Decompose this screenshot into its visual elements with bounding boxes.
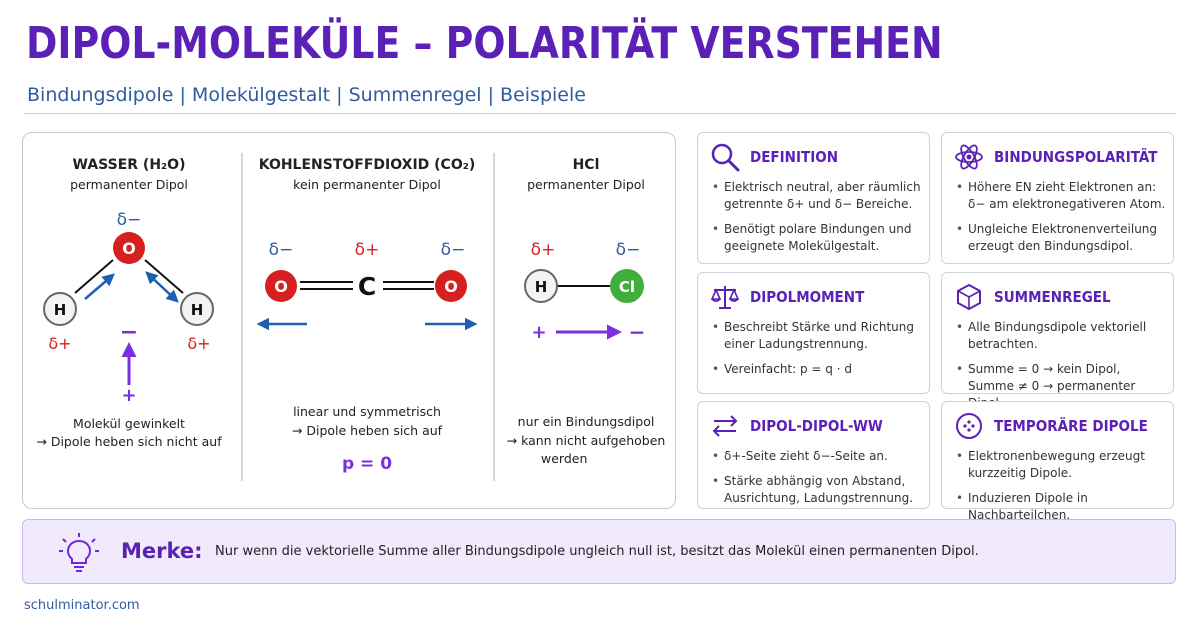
card-summenregel-title: SUMMENREGEL <box>994 288 1111 306</box>
water-note-1: Molekül gewinkelt <box>73 416 185 431</box>
scale-icon <box>708 281 742 313</box>
hcl-subtitle: permanenter Dipol <box>527 177 645 192</box>
hcl-note-3: werden <box>541 451 587 466</box>
lightbulb-icon <box>59 533 99 572</box>
molecule-panel: WASSER (H₂O) permanenter Dipol δ− O H H … <box>22 132 676 509</box>
page-subtitle: Bindungsdipole | Molekülgestalt | Summen… <box>27 84 586 106</box>
hcl-note-2: → kann nicht aufgehoben <box>507 433 666 448</box>
co2-o1-charge: δ− <box>269 240 294 260</box>
card-bindungspolaritaet: BINDUNGSPOLARITÄT Höhere EN zieht Elektr… <box>941 132 1174 264</box>
water-hydrogen-right-label: H <box>191 301 204 319</box>
co2-oxygen-right-atom <box>435 270 467 302</box>
hcl-dipole-plus: + <box>531 322 546 343</box>
co2-note-1: linear und symmetrisch <box>293 404 441 419</box>
co2-title: KOHLENSTOFFDIOXID (CO₂) <box>259 157 476 173</box>
co2-note-2: → Dipole heben sich auf <box>292 423 443 438</box>
water-h1-charge: δ+ <box>48 334 71 353</box>
water-bond-dipole-right <box>145 271 179 303</box>
card-temporaer-item: Elektronenbewegung erzeugt kurzzeitig Di… <box>956 448 1167 482</box>
page-title: DIPOL-MOLEKÜLE – POLARITÄT VERSTEHEN <box>26 18 943 69</box>
water-oxygen-atom <box>113 232 145 264</box>
water-hydrogen-right-atom <box>180 292 214 326</box>
water-dipole-minus: − <box>120 320 138 345</box>
exchange-arrows-icon <box>708 410 742 442</box>
card-dipolmoment-item: Beschreibt Stärke und Richtung einer Lad… <box>712 319 923 353</box>
hcl-cl-charge: δ− <box>616 240 641 260</box>
water-molecule: WASSER (H₂O) permanenter Dipol δ− O H H … <box>36 157 222 449</box>
co2-subtitle: kein permanenter Dipol <box>293 177 441 192</box>
hcl-title: HCl <box>573 157 600 173</box>
water-hydrogen-left-label: H <box>54 301 67 319</box>
card-temporaer-title: TEMPORÄRE DIPOLE <box>994 417 1148 435</box>
card-dipolmoment: DIPOLMOMENT Beschreibt Stärke und Richtu… <box>697 272 930 394</box>
co2-molecule: KOHLENSTOFFDIOXID (CO₂) kein permanenter… <box>256 157 478 474</box>
card-summenregel: SUMMENREGEL Alle Bindungsdipole vektorie… <box>941 272 1174 410</box>
card-definition-item: Benötigt polare Bindungen und geeignete … <box>712 221 923 255</box>
water-oxygen-label: O <box>122 239 136 258</box>
card-definition-item: Elektrisch neutral, aber räumlich getren… <box>712 179 923 213</box>
magnifier-icon <box>708 141 742 173</box>
hcl-chlorine-label: Cl <box>619 278 635 296</box>
water-subtitle: permanenter Dipol <box>70 177 188 192</box>
hcl-dipole-minus: − <box>629 320 646 344</box>
water-o-charge: δ− <box>117 210 142 230</box>
co2-o2-charge: δ− <box>441 240 466 260</box>
card-dipolmoment-item: Vereinfacht: p = q · d <box>712 361 923 378</box>
water-bond-dipole-left <box>84 273 115 300</box>
card-bindungspolaritaet-title: BINDUNGSPOLARITÄT <box>994 148 1158 166</box>
card-definition: DEFINITION Elektrisch neutral, aber räum… <box>697 132 930 264</box>
card-dipol-dipol-item: Stärke abhängig von Abstand, Ausrichtung… <box>712 473 923 507</box>
card-bindungspolaritaet-item: Höhere EN zieht Elektronen an: δ− am ele… <box>956 179 1167 213</box>
cube-icon <box>952 281 986 313</box>
card-dipol-dipol: DIPOL-DIPOL-WW δ+-Seite zieht δ−-Seite a… <box>697 401 930 509</box>
molecule-diagram: WASSER (H₂O) permanenter Dipol δ− O H H … <box>36 153 666 481</box>
card-dipol-dipol-title: DIPOL-DIPOL-WW <box>750 417 883 435</box>
hcl-molecule: HCl permanenter Dipol δ+ δ− H Cl + − nur… <box>507 157 666 466</box>
water-note-2: → Dipole heben sich nicht auf <box>36 434 222 449</box>
water-title: WASSER (H₂O) <box>73 157 186 173</box>
card-temporaer-item: Induzieren Dipole in Nachbarteilchen. <box>956 490 1167 524</box>
card-summenregel-item: Alle Bindungsdipole vektoriell betrachte… <box>956 319 1167 353</box>
hcl-hydrogen-label: H <box>535 278 548 296</box>
dotted-circle-icon <box>952 410 986 442</box>
footer-site: schulminator.com <box>24 598 140 613</box>
atom-icon <box>952 141 986 173</box>
water-bond-left <box>74 259 114 294</box>
co2-oxygen-left-atom <box>265 270 297 302</box>
water-dipole-plus: + <box>121 385 136 406</box>
hcl-h-charge: δ+ <box>531 240 556 260</box>
card-bindungspolaritaet-item: Ungleiche Elektronenverteilung erzeugt d… <box>956 221 1167 255</box>
co2-carbon-label: C <box>358 272 376 301</box>
co2-c-charge: δ+ <box>355 240 380 260</box>
co2-oxygen-right-label: O <box>444 277 458 296</box>
water-hydrogen-left-atom <box>43 292 77 326</box>
hcl-hydrogen-atom <box>524 269 558 303</box>
card-dipolmoment-title: DIPOLMOMENT <box>750 288 865 306</box>
merke-box: Merke: Nur wenn die vektorielle Summe al… <box>22 519 1176 584</box>
card-temporaer: TEMPORÄRE DIPOLE Elektronenbewegung erze… <box>941 401 1174 522</box>
water-h2-charge: δ+ <box>187 334 210 353</box>
co2-result: p = 0 <box>342 454 392 474</box>
co2-oxygen-left-label: O <box>274 277 288 296</box>
card-definition-title: DEFINITION <box>750 148 839 166</box>
hcl-note-1: nur ein Bindungsdipol <box>518 414 655 429</box>
merke-label: Merke: <box>121 539 203 563</box>
card-dipol-dipol-item: δ+-Seite zieht δ−-Seite an. <box>712 448 923 465</box>
header-divider <box>24 113 1176 114</box>
hcl-chlorine-atom <box>610 269 644 303</box>
merke-text: Nur wenn die vektorielle Summe aller Bin… <box>215 544 979 559</box>
